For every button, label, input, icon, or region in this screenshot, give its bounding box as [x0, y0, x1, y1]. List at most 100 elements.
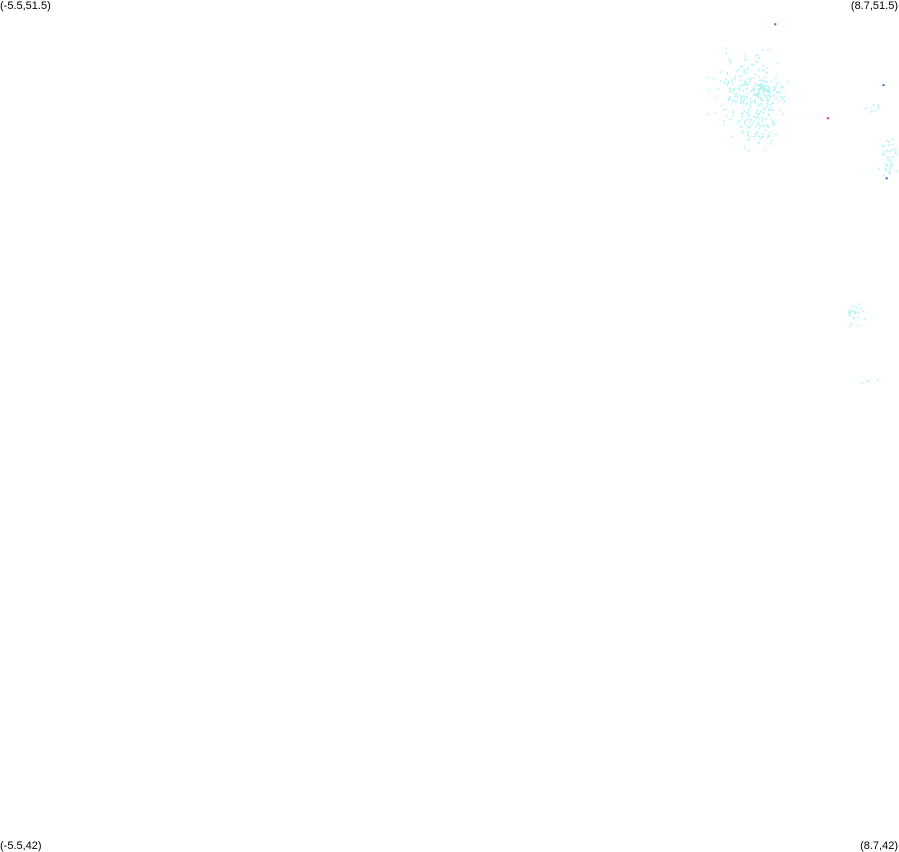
cluster-point — [760, 98, 762, 101]
cluster-point — [759, 88, 761, 91]
cluster-point — [758, 92, 760, 95]
cluster-point — [782, 86, 785, 88]
corner-label-top-right: (8.7,51.5) — [850, 0, 898, 12]
cluster-point — [768, 135, 770, 138]
cluster-point — [725, 52, 728, 55]
cluster-point — [744, 146, 746, 149]
cluster-point — [862, 310, 865, 312]
cluster-point — [778, 95, 781, 98]
cluster-point — [770, 80, 772, 83]
cluster-point — [855, 311, 857, 314]
blue-point — [885, 177, 888, 180]
cluster-point — [772, 109, 774, 111]
cluster-point — [747, 131, 750, 134]
cluster-point — [769, 91, 771, 94]
cluster-point — [764, 129, 767, 132]
cluster-point — [761, 120, 764, 123]
cluster-point — [884, 167, 887, 170]
cluster-point — [767, 49, 769, 51]
corner-label-top-left: (-5.5,51.5) — [0, 0, 51, 12]
cluster-point — [878, 106, 880, 109]
cluster-point — [731, 135, 733, 138]
cluster-point — [742, 90, 745, 92]
cluster-point — [753, 77, 755, 79]
cluster-point — [705, 77, 708, 79]
cluster-point — [772, 124, 774, 126]
cluster-point — [749, 98, 752, 100]
cluster-point — [852, 310, 854, 313]
cluster-point — [760, 104, 763, 106]
cluster-point — [752, 94, 755, 96]
cluster-point — [775, 84, 778, 86]
cluster-point — [768, 86, 771, 89]
cluster-point — [891, 138, 894, 141]
cluster-point — [749, 118, 752, 121]
cluster-point — [774, 77, 777, 80]
cluster-point — [872, 103, 875, 106]
cluster-point — [758, 97, 761, 99]
cluster-point — [755, 93, 758, 96]
cluster-point — [857, 316, 859, 318]
cluster-point — [749, 104, 751, 106]
cluster-point — [723, 82, 726, 84]
cluster-point — [740, 101, 742, 104]
cluster-point — [747, 138, 749, 140]
cluster-point — [768, 109, 771, 112]
cluster-point — [728, 98, 730, 100]
cluster-point — [726, 73, 729, 75]
cluster-point — [852, 316, 855, 319]
cluster-point — [734, 77, 736, 80]
cluster-point — [739, 66, 742, 68]
cluster-point — [762, 125, 765, 128]
cluster-point — [754, 100, 756, 103]
cluster-point — [729, 96, 731, 98]
cluster-point — [765, 118, 767, 120]
cluster-point — [878, 167, 880, 170]
cluster-point — [753, 120, 756, 123]
cluster-point — [764, 88, 766, 90]
cluster-point — [747, 78, 749, 80]
cluster-point — [848, 312, 850, 315]
cluster-point — [859, 307, 862, 310]
cluster-point — [762, 111, 764, 114]
cluster-point — [885, 164, 887, 167]
cluster-point — [733, 89, 735, 91]
cluster-point — [870, 111, 873, 113]
cluster-point — [876, 107, 879, 110]
cluster-point — [770, 106, 772, 109]
cluster-point — [766, 81, 768, 83]
cluster-point — [761, 70, 764, 72]
cluster-point — [746, 92, 749, 95]
cluster-point — [758, 118, 761, 121]
cluster-point — [734, 75, 736, 78]
cluster-point — [764, 149, 767, 151]
cluster-point — [766, 105, 768, 107]
cluster-point — [742, 102, 745, 104]
cluster-point — [892, 143, 894, 146]
cluster-point — [743, 70, 745, 72]
cluster-point — [744, 96, 746, 98]
cluster-point — [720, 104, 723, 107]
cluster-point — [768, 94, 771, 97]
cluster-point — [762, 92, 764, 95]
cluster-point — [757, 96, 759, 98]
cluster-point — [852, 306, 854, 308]
cluster-point — [764, 94, 767, 96]
cluster-point — [891, 149, 894, 151]
cluster-point — [773, 86, 776, 89]
cluster-point — [895, 170, 897, 172]
cluster-point — [753, 136, 756, 138]
cluster-point — [767, 108, 770, 110]
cluster-point — [763, 68, 765, 71]
cluster-point — [760, 110, 762, 112]
cluster-point — [743, 99, 746, 101]
cluster-point — [895, 147, 897, 150]
cluster-point — [717, 87, 719, 90]
cluster-point — [726, 71, 729, 74]
cluster-point — [746, 111, 748, 114]
cluster-point — [764, 76, 767, 78]
cluster-point — [731, 100, 734, 102]
cluster-point — [761, 117, 764, 119]
cluster-point — [765, 95, 767, 98]
